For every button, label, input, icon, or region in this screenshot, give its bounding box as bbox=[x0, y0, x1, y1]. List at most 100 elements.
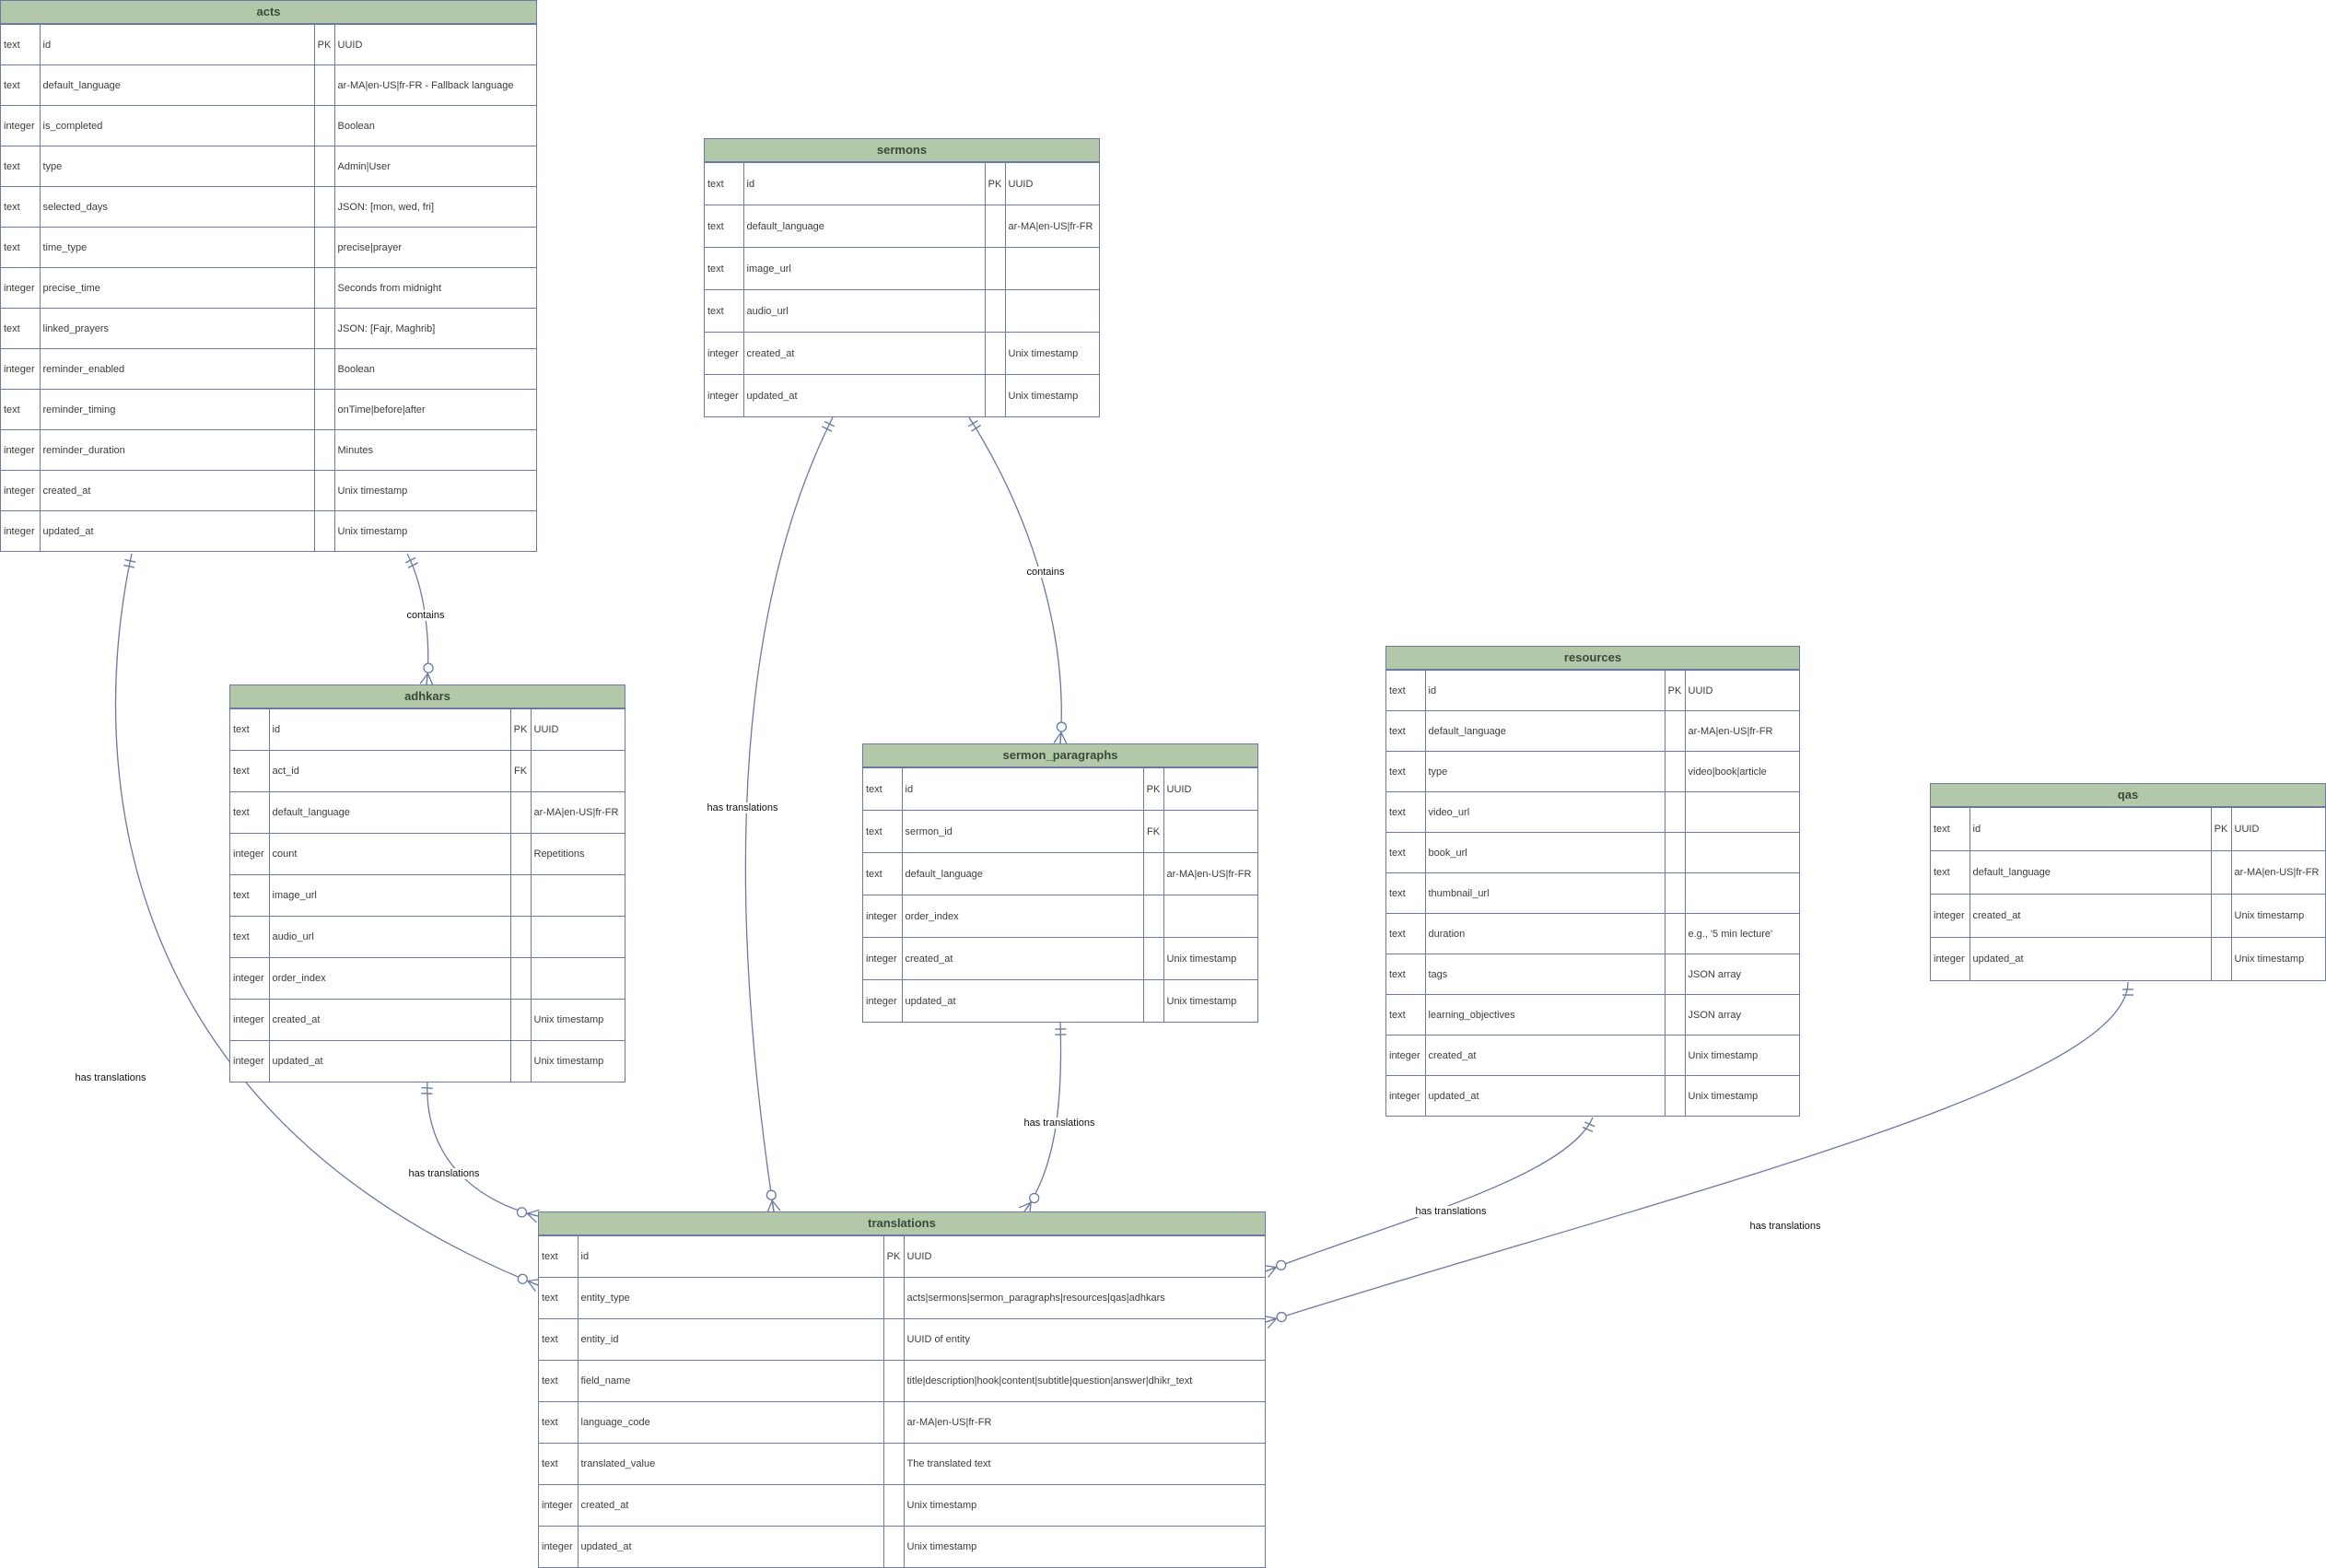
column-note: JSON array bbox=[1685, 995, 1799, 1036]
column-key bbox=[985, 290, 1005, 333]
column-key bbox=[314, 471, 334, 511]
column-name: id bbox=[1970, 808, 2211, 851]
column-name: created_at bbox=[1425, 1036, 1665, 1076]
entity-title: sermon_paragraphs bbox=[863, 744, 1257, 767]
column-note bbox=[1685, 792, 1799, 833]
column-type: text bbox=[1, 187, 40, 228]
column-note bbox=[1005, 290, 1099, 333]
column-key bbox=[1665, 995, 1685, 1036]
column-name: type bbox=[1425, 752, 1665, 792]
column-key bbox=[314, 187, 334, 228]
column-name: audio_url bbox=[743, 290, 985, 333]
relationship-label: contains bbox=[405, 610, 447, 621]
column-note: ar-MA|en-US|fr-FR bbox=[904, 1402, 1265, 1444]
column-note: ar-MA|en-US|fr-FR bbox=[1685, 711, 1799, 752]
relationship-line-resources-translations bbox=[1266, 1117, 1593, 1271]
zero-cardinality-mark bbox=[1030, 1193, 1039, 1202]
column-key bbox=[2211, 851, 2231, 895]
relationship-label: has translations bbox=[73, 1072, 147, 1083]
column-name: updated_at bbox=[743, 375, 985, 417]
column-name: updated_at bbox=[1970, 938, 2211, 981]
crow-foot-mark bbox=[1060, 732, 1061, 743]
column-note bbox=[1005, 248, 1099, 290]
column-type: text bbox=[539, 1236, 578, 1278]
zero-cardinality-mark bbox=[424, 663, 433, 673]
column-type: text bbox=[230, 751, 269, 792]
column-note: UUID of entity bbox=[904, 1319, 1265, 1361]
column-key bbox=[883, 1444, 904, 1485]
column-type: text bbox=[539, 1402, 578, 1444]
column-key bbox=[314, 65, 334, 106]
column-key bbox=[314, 146, 334, 187]
column-type: integer bbox=[230, 958, 269, 1000]
column-type: integer bbox=[1, 471, 40, 511]
column-key bbox=[1143, 895, 1163, 938]
